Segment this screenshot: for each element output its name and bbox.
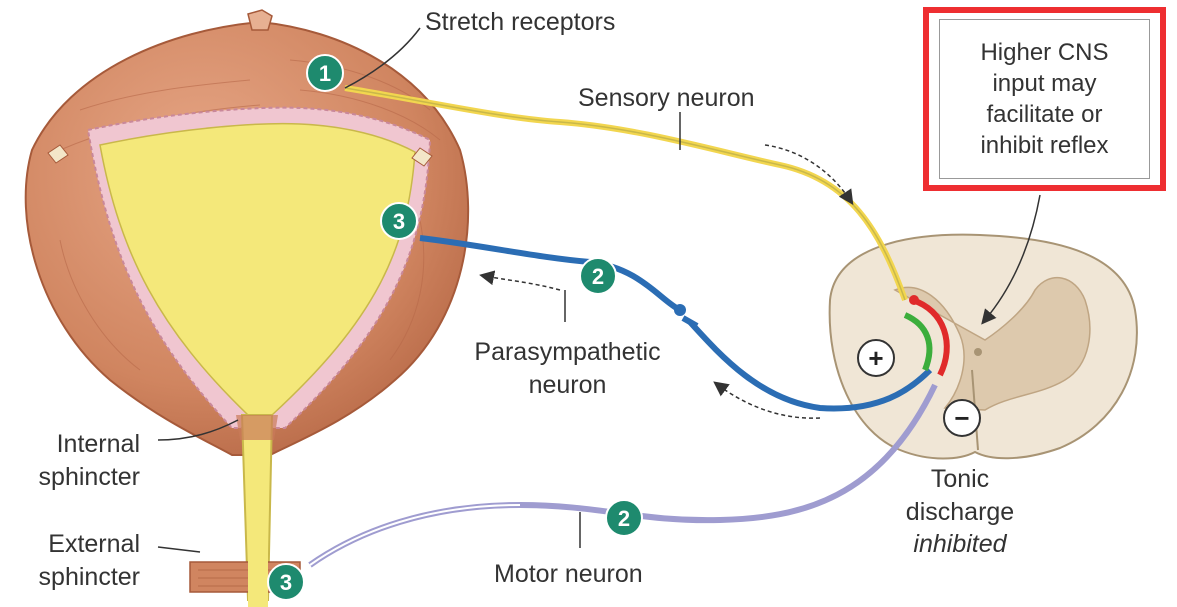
stretch-receptors-label: Stretch receptors — [425, 6, 615, 39]
internal-sphincter-label: Internal sphincter — [18, 428, 140, 493]
parasympathetic-flow-arrow — [485, 276, 560, 290]
tonic-label-line1: Tonic — [880, 463, 1040, 496]
parasympathetic-neuron-label: Parasympathetic neuron — [450, 336, 685, 401]
motor-neuron — [310, 385, 935, 565]
parasympathetic-label-line1: Parasympathetic — [450, 336, 685, 369]
step-marker-3-sphincter: 3 — [268, 564, 304, 600]
cns-line3: facilitate or — [980, 99, 1108, 130]
higher-cns-input-text: Higher CNS input may facilitate or inhib… — [939, 19, 1150, 179]
motor-neuron-label: Motor neuron — [494, 558, 643, 591]
svg-text:−: − — [954, 403, 969, 433]
cns-line2: input may — [980, 68, 1108, 99]
urethra-lower — [248, 540, 268, 607]
internal-sphincter — [236, 415, 278, 440]
excitatory-plus-sign: + — [858, 340, 894, 376]
sensory-neuron-label: Sensory neuron — [578, 82, 755, 115]
cns-line1: Higher CNS — [980, 37, 1108, 68]
svg-text:3: 3 — [393, 209, 405, 234]
step-marker-1: 1 — [307, 55, 343, 91]
svg-text:2: 2 — [618, 506, 630, 531]
inhibitory-minus-sign: − — [944, 400, 980, 436]
tonic-label-line3: inhibited — [880, 528, 1040, 561]
external-label-line2: sphincter — [18, 561, 140, 594]
cns-line4: inhibit reflex — [980, 130, 1108, 161]
svg-text:1: 1 — [319, 61, 331, 86]
internal-label-line1: Internal — [18, 428, 140, 461]
tonic-discharge-label: Tonic discharge inhibited — [880, 463, 1040, 561]
step-marker-2-parasympathetic: 2 — [580, 258, 616, 294]
parasympathetic-label-line2: neuron — [450, 369, 685, 402]
higher-cns-input-box: Higher CNS input may facilitate or inhib… — [923, 7, 1166, 191]
step-marker-2-motor: 2 — [606, 500, 642, 536]
external-sphincter-label: External sphincter — [18, 528, 140, 593]
external-label-line1: External — [18, 528, 140, 561]
tonic-label-line2: discharge — [880, 496, 1040, 529]
svg-text:3: 3 — [280, 570, 292, 595]
bladder-apex — [248, 10, 272, 30]
svg-text:2: 2 — [592, 264, 604, 289]
step-marker-3-bladder: 3 — [381, 203, 417, 239]
internal-label-line2: sphincter — [18, 461, 140, 494]
svg-text:+: + — [868, 343, 883, 373]
